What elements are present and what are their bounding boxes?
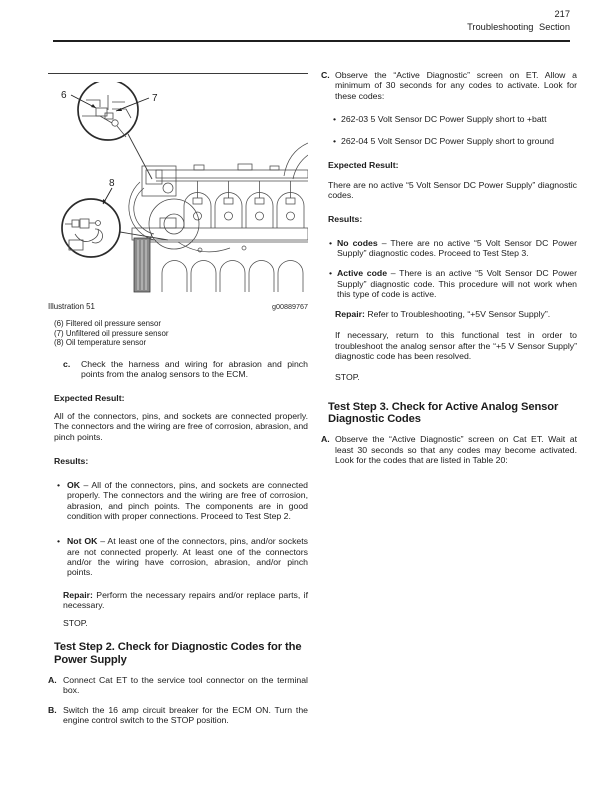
bullet-text: – At least one of the connectors, pins, … bbox=[67, 536, 309, 578]
result-bullet-active-code: Active code – There is an active “5 Volt… bbox=[329, 268, 577, 299]
step-text: Check the harness and wiring for abrasio… bbox=[81, 359, 308, 380]
step-text: Observe the “Active Diagnostic” screen o… bbox=[335, 70, 577, 101]
step-text: Observe the “Active Diagnostic” screen o… bbox=[335, 434, 577, 465]
code-bullet-262-03: 262-03 5 Volt Sensor DC Power Supply sho… bbox=[333, 114, 577, 125]
bullet-term: Not OK bbox=[67, 536, 98, 547]
engine-illustration: 6 7 bbox=[61, 79, 309, 293]
repair-note-right: Repair: Refer to Troubleshooting, “+5V S… bbox=[335, 309, 577, 319]
engine-line-art bbox=[128, 142, 309, 293]
repair-text: Refer to Troubleshooting, “+5V Sensor Su… bbox=[364, 309, 551, 320]
expected-result-heading-right: Expected Result: bbox=[328, 160, 399, 171]
legend-item: (7) Unfiltered oil pressure sensor bbox=[54, 328, 169, 338]
step-text: Switch the 16 amp circuit breaker for th… bbox=[63, 704, 308, 725]
right-column: C. Observe the “Active Diagnostic” scree… bbox=[318, 66, 577, 465]
figure-callout-7: 7 bbox=[152, 93, 158, 104]
step-label: B. bbox=[48, 704, 57, 715]
repair-label: Repair: bbox=[63, 589, 93, 600]
stop-note: STOP. bbox=[63, 618, 88, 629]
step-label: A. bbox=[321, 434, 330, 445]
repair-note: Repair: Perform the necessary repairs an… bbox=[63, 590, 308, 611]
step-item-a-observe: A. Observe the “Active Diagnostic” scree… bbox=[318, 434, 577, 465]
step-item-c: c. Check the harness and wiring for abra… bbox=[48, 359, 308, 380]
step-label: A. bbox=[48, 675, 57, 686]
figure-callout-8: 8 bbox=[109, 178, 115, 189]
figure-caption: Illustration 51 bbox=[48, 302, 95, 311]
result-bullet-no-codes: No codes – There are no active “5 Volt S… bbox=[329, 238, 577, 259]
expected-result-text-right: There are no active “5 Volt Sensor DC Po… bbox=[328, 179, 577, 201]
step-label: c. bbox=[63, 359, 71, 370]
result-bullet-not-ok: Not OK – At least one of the connectors,… bbox=[57, 536, 308, 577]
bullet-text: – There are no active “5 Volt Sensor DC … bbox=[337, 237, 577, 258]
callout-leader-7 bbox=[115, 97, 150, 112]
callout-arrow-8 bbox=[103, 199, 106, 204]
figure-top-rule bbox=[48, 73, 308, 74]
detail-circle-8 bbox=[61, 198, 121, 258]
section-title: Troubleshooting Section bbox=[467, 22, 570, 32]
repair-text: Perform the necessary repairs and/or rep… bbox=[63, 589, 308, 610]
figure-caption-row: Illustration 51 g00889767 bbox=[48, 302, 308, 311]
test-step-2-heading: Test Step 2. Check for Diagnostic Codes … bbox=[54, 641, 302, 667]
legend-item: (6) Filtered oil pressure sensor bbox=[54, 319, 162, 328]
figure-number: g00889767 bbox=[272, 302, 308, 311]
results-heading-right: Results: bbox=[328, 214, 363, 225]
expected-result-heading: Expected Result: bbox=[54, 392, 125, 403]
code-bullet-262-04: 262-04 5 Volt Sensor DC Power Supply sho… bbox=[333, 136, 577, 147]
step-label: C. bbox=[321, 70, 330, 80]
leader-lines bbox=[119, 133, 169, 241]
stop-note-right: STOP. bbox=[335, 372, 360, 383]
bullet-term: Active code bbox=[337, 268, 388, 279]
bullet-text: – There is an active “5 Volt Sensor DC P… bbox=[337, 268, 577, 299]
step-item-a: A. Connect Cat ET to the service tool co… bbox=[48, 675, 308, 696]
step-item-b: B. Switch the 16 amp circuit breaker for… bbox=[48, 705, 308, 726]
repair-label: Repair: bbox=[335, 309, 365, 320]
result-bullet-ok: OK – All of the connectors, pins, and so… bbox=[57, 480, 308, 521]
detail-circle-6-7 bbox=[77, 79, 139, 141]
step-text: Connect Cat ET to the service tool conne… bbox=[63, 675, 308, 696]
callout-arrow-6 bbox=[91, 104, 96, 108]
bullet-term: OK bbox=[67, 480, 81, 491]
figure-callout-6: 6 bbox=[61, 90, 67, 101]
test-step-3-heading: Test Step 3. Check for Active Analog Sen… bbox=[328, 400, 559, 426]
left-column: 6 7 bbox=[48, 73, 309, 726]
page-number: 217 bbox=[554, 9, 570, 19]
if-necessary-note: If necessary, return to this functional … bbox=[335, 330, 577, 362]
figure-legend: (6) Filtered oil pressure sensor (7) Unf… bbox=[54, 319, 308, 348]
expected-result-text: All of the connectors, pins, and sockets… bbox=[54, 411, 309, 442]
bullet-text: – All of the connectors, pins, and socke… bbox=[67, 480, 308, 522]
results-heading: Results: bbox=[54, 455, 89, 466]
step-item-c-observe: C. Observe the “Active Diagnostic” scree… bbox=[318, 70, 577, 101]
callout-arrow-7 bbox=[116, 108, 122, 111]
bullet-term: No codes bbox=[337, 237, 378, 248]
legend-item: (8) Oil temperature sensor bbox=[54, 338, 147, 348]
header-rule bbox=[53, 40, 570, 42]
